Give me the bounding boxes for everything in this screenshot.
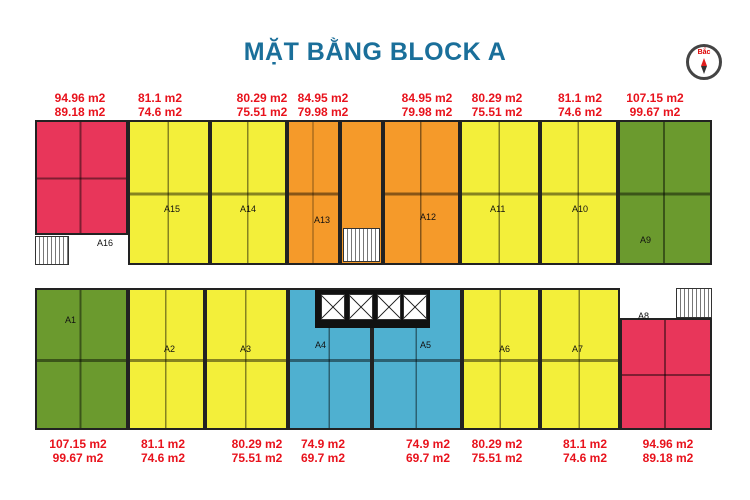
unit-label: A16 bbox=[97, 238, 114, 248]
area-value: 94.96 m2 bbox=[54, 91, 106, 105]
staircase-right bbox=[676, 288, 712, 318]
area-value: 84.95 m2 bbox=[401, 91, 453, 105]
area-value: 80.29 m2 bbox=[231, 437, 283, 451]
unit-A14: A14 bbox=[210, 120, 287, 265]
area-value: 99.67 m2 bbox=[52, 451, 104, 465]
unit-label: A10 bbox=[572, 204, 589, 214]
area-value: 80.29 m2 bbox=[236, 91, 288, 105]
unit-A16: A16 bbox=[35, 120, 128, 248]
elevator bbox=[377, 294, 401, 320]
page-title: MẶT BẰNG BLOCK A bbox=[243, 38, 507, 66]
unit-label: A6 bbox=[499, 344, 511, 354]
area-value: 107.15 m2 bbox=[49, 437, 107, 451]
area-value: 74.6 m2 bbox=[557, 105, 603, 119]
elevator bbox=[321, 294, 345, 320]
area-value: 81.1 m2 bbox=[562, 437, 608, 451]
unit-label: A13 bbox=[314, 215, 331, 225]
unit-label: A15 bbox=[164, 204, 181, 214]
area-value: 89.18 m2 bbox=[54, 105, 106, 119]
area-value: 80.29 m2 bbox=[471, 91, 523, 105]
unit-label: A9 bbox=[640, 235, 652, 245]
unit-A3: A3 bbox=[205, 288, 288, 430]
unit-A13: A13 bbox=[287, 120, 340, 265]
unit-label: A4 bbox=[315, 340, 327, 350]
unit-A7: A7 bbox=[540, 288, 620, 430]
unit-A12: A12 bbox=[383, 120, 460, 265]
area-value: 84.95 m2 bbox=[297, 91, 349, 105]
unit-label: A11 bbox=[490, 204, 506, 214]
unit-label: A1 bbox=[65, 315, 77, 325]
area-value: 79.98 m2 bbox=[297, 105, 349, 119]
area-value: 69.7 m2 bbox=[405, 451, 451, 465]
area-value: 75.51 m2 bbox=[231, 451, 283, 465]
area-value: 69.7 m2 bbox=[300, 451, 346, 465]
unit-label: A14 bbox=[240, 204, 257, 214]
unit-label: A7 bbox=[572, 344, 584, 354]
unit-label: A8 bbox=[638, 311, 650, 321]
area-value: 74.6 m2 bbox=[562, 451, 608, 465]
unit-A15: A15 bbox=[128, 120, 210, 265]
area-value: 94.96 m2 bbox=[642, 437, 694, 451]
unit-A10: A10 bbox=[540, 120, 618, 265]
unit-label: A2 bbox=[164, 344, 176, 354]
unit-A9: A9 bbox=[618, 120, 712, 265]
area-value: 79.98 m2 bbox=[401, 105, 453, 119]
unit-A2: A2 bbox=[128, 288, 205, 430]
area-value: 75.51 m2 bbox=[236, 105, 288, 119]
area-value: 81.1 m2 bbox=[137, 91, 183, 105]
area-value: 80.29 m2 bbox=[471, 437, 523, 451]
elevator-shaft bbox=[315, 290, 430, 328]
area-value: 81.1 m2 bbox=[557, 91, 603, 105]
area-value: 75.51 m2 bbox=[471, 451, 523, 465]
area-value: 74.9 m2 bbox=[300, 437, 346, 451]
staircase-left bbox=[35, 236, 69, 265]
area-value: 74.6 m2 bbox=[140, 451, 186, 465]
area-value: 107.15 m2 bbox=[626, 91, 684, 105]
north-compass-icon: Bắc bbox=[686, 44, 722, 80]
area-value: 74.6 m2 bbox=[137, 105, 183, 119]
unit-label: A5 bbox=[420, 340, 432, 350]
unit-A11: A11 bbox=[460, 120, 540, 265]
staircase-center bbox=[343, 228, 380, 262]
area-value: 74.9 m2 bbox=[405, 437, 451, 451]
area-value: 81.1 m2 bbox=[140, 437, 186, 451]
unit-A6: A6 bbox=[462, 288, 540, 430]
area-value: 99.67 m2 bbox=[629, 105, 681, 119]
area-value: 75.51 m2 bbox=[471, 105, 523, 119]
compass-label: Bắc bbox=[697, 49, 711, 56]
unit-label: A12 bbox=[420, 212, 437, 222]
area-value: 89.18 m2 bbox=[642, 451, 694, 465]
unit-A1: A1 bbox=[35, 288, 128, 430]
elevator bbox=[403, 294, 427, 320]
unit-label: A3 bbox=[240, 344, 252, 354]
elevator bbox=[349, 294, 373, 320]
unit-A8: A8 bbox=[620, 311, 712, 430]
